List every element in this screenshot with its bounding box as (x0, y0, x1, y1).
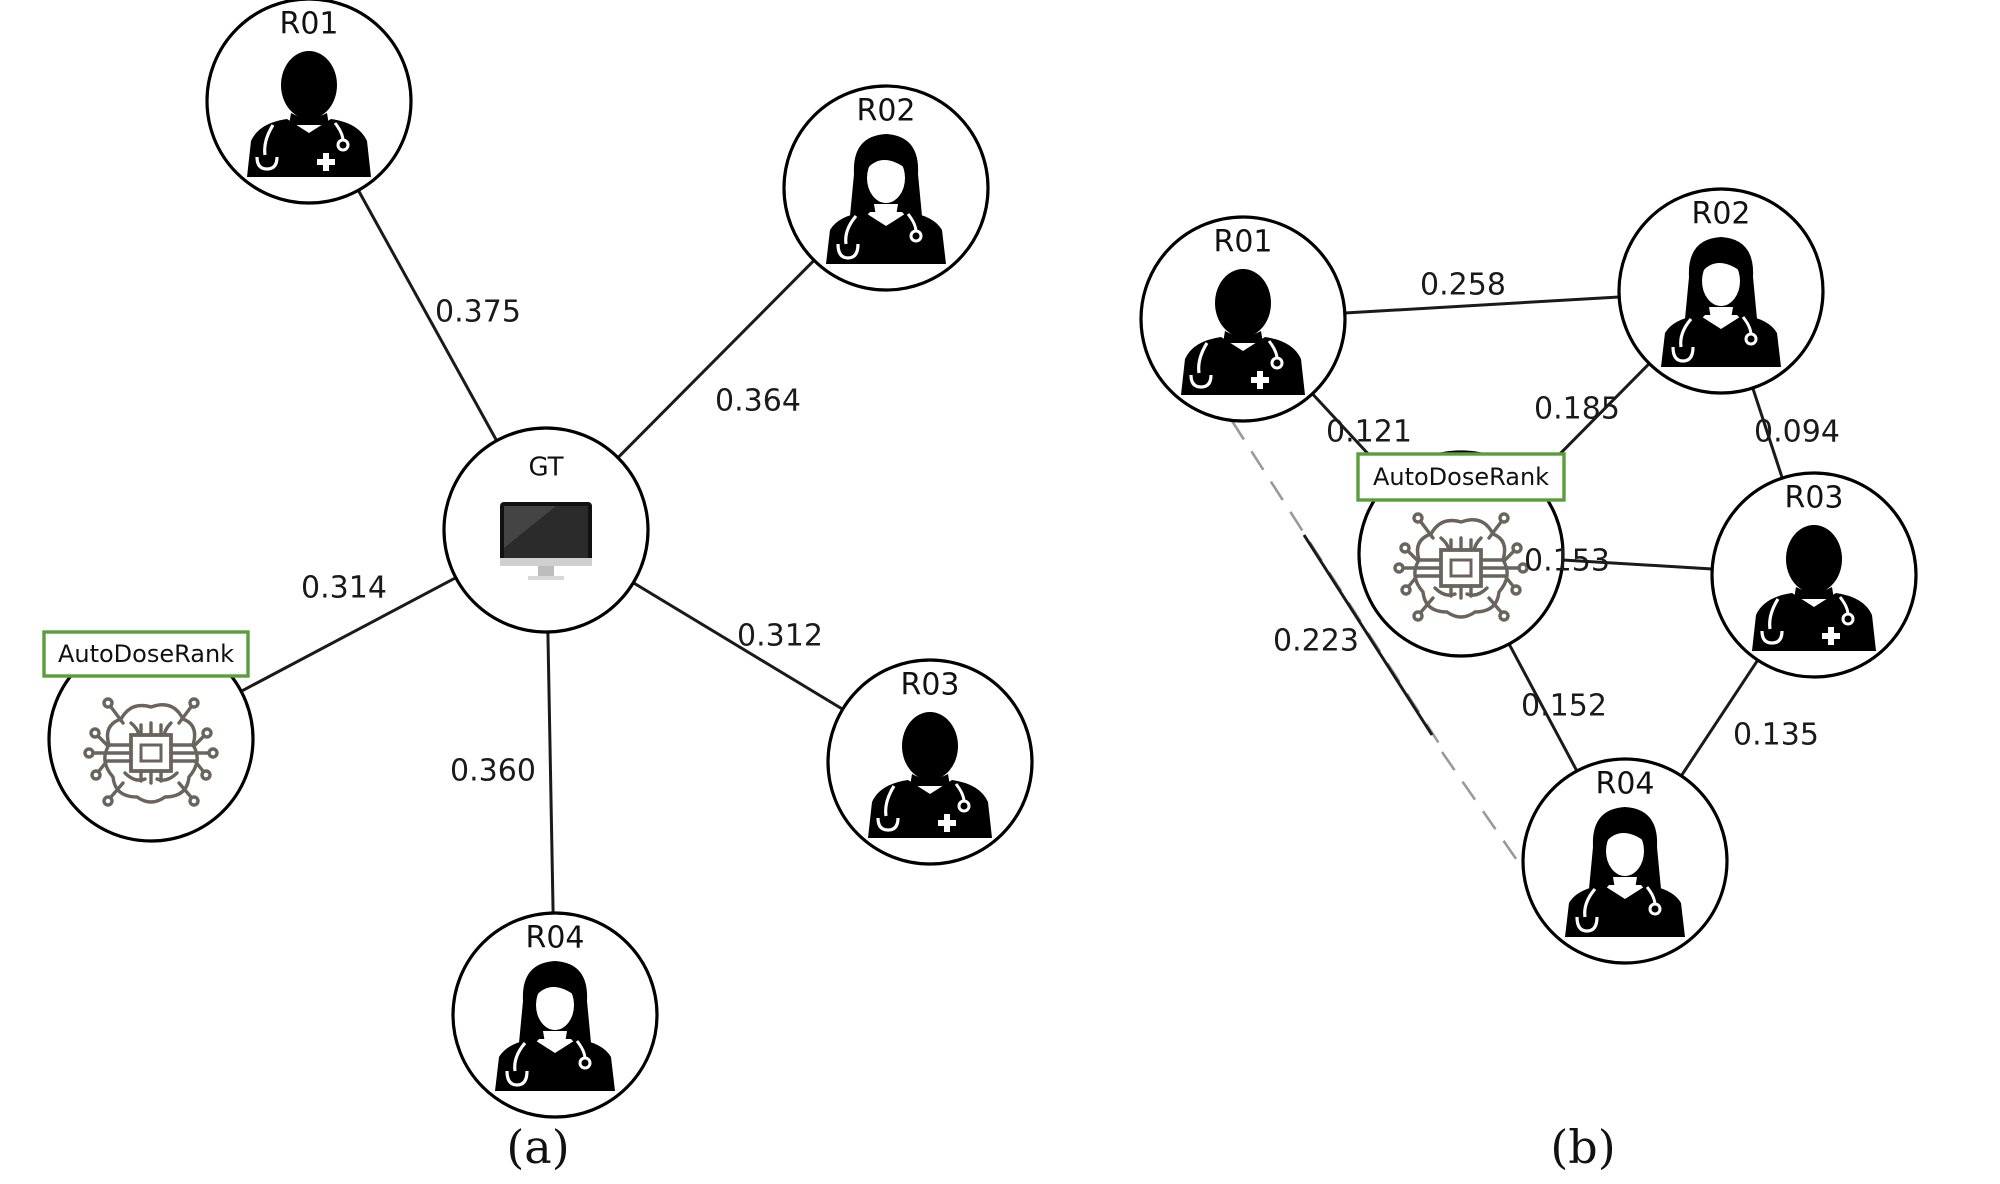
edge-b-R03-R04 (1679, 659, 1760, 777)
edge-weight-label: 0.360 (450, 754, 536, 789)
node-a-r01: R01 (205, 0, 413, 205)
edge-weight-label: 0.185 (1534, 392, 1620, 427)
nodes-layer: GTR01R02R03R04AutoDoseRankR01R02R03R04Au… (42, 0, 1918, 1119)
edge-a-GT-R01 (357, 189, 498, 442)
edge-b-AI-R04 (1507, 643, 1579, 772)
edge-b-R01-R02 (1344, 295, 1620, 315)
edge-weight-label: 0.364 (715, 384, 801, 419)
labels-layer: 0.375 0.364 0.314 0.312 0.360 (a) 0.258 0.121 0.… (301, 268, 1840, 1175)
edge-a-GT-R04 (546, 631, 555, 914)
node-label-autodoserank: AutoDoseRank (58, 640, 234, 668)
node-label-r03: R03 (1784, 481, 1843, 516)
node-label-r01: R01 (1213, 225, 1272, 260)
node-b-r02: R02 (1617, 187, 1825, 395)
edge-weight-label: 0.121 (1326, 415, 1412, 450)
edge-weight-label: 0.314 (301, 571, 387, 606)
node-label-r02: R02 (856, 94, 915, 129)
edge-b-R01-R04-solid-part (1302, 534, 1434, 736)
node-label-r02: R02 (1691, 197, 1750, 232)
edge-weight-label: 0.258 (1420, 268, 1506, 303)
node-a-ai: AutoDoseRank (42, 630, 255, 843)
edge-weight-label: 0.312 (737, 619, 823, 654)
autodoserank-label-box (1356, 452, 1566, 502)
edge-a-GT-AI (240, 576, 457, 693)
node-label-r04: R04 (525, 921, 584, 956)
edge-weight-label: 0.152 (1521, 689, 1607, 724)
edge-b-R02-R03 (1751, 387, 1784, 479)
node-b-ai: AutoDoseRank (1356, 450, 1566, 658)
node-label-r04: R04 (1595, 767, 1654, 802)
edge-weight-label: 0.223 (1273, 624, 1359, 659)
node-b-r04: R04 (1521, 757, 1729, 965)
node-label-gt: GT (528, 453, 563, 483)
node-a-r02: R02 (782, 84, 990, 292)
node-a-r03: R03 (826, 658, 1034, 866)
edge-a-GT-R02 (616, 259, 816, 459)
node-b-r01: R01 (1139, 215, 1347, 423)
node-label-r01: R01 (279, 7, 338, 42)
autodoserank-label-box (42, 630, 250, 678)
node-a-r04: R04 (451, 911, 659, 1119)
edge-a-GT-R03 (632, 581, 844, 711)
node-label-autodoserank: AutoDoseRank (1373, 463, 1549, 491)
edges-layer (240, 189, 1784, 914)
edge-weight-label: 0.135 (1733, 718, 1819, 753)
node-b-r03: R03 (1710, 471, 1918, 679)
panel-caption-a: (a) (506, 1120, 569, 1174)
node-gt: GT (442, 426, 650, 634)
node-label-r03: R03 (900, 668, 959, 703)
panel-caption-b: (b) (1550, 1120, 1615, 1174)
edge-b-AI-R03 (1562, 558, 1713, 571)
edge-weight-label: 0.094 (1754, 415, 1840, 450)
edge-weight-label: 0.153 (1524, 544, 1610, 579)
edge-weight-label: 0.375 (435, 295, 521, 330)
